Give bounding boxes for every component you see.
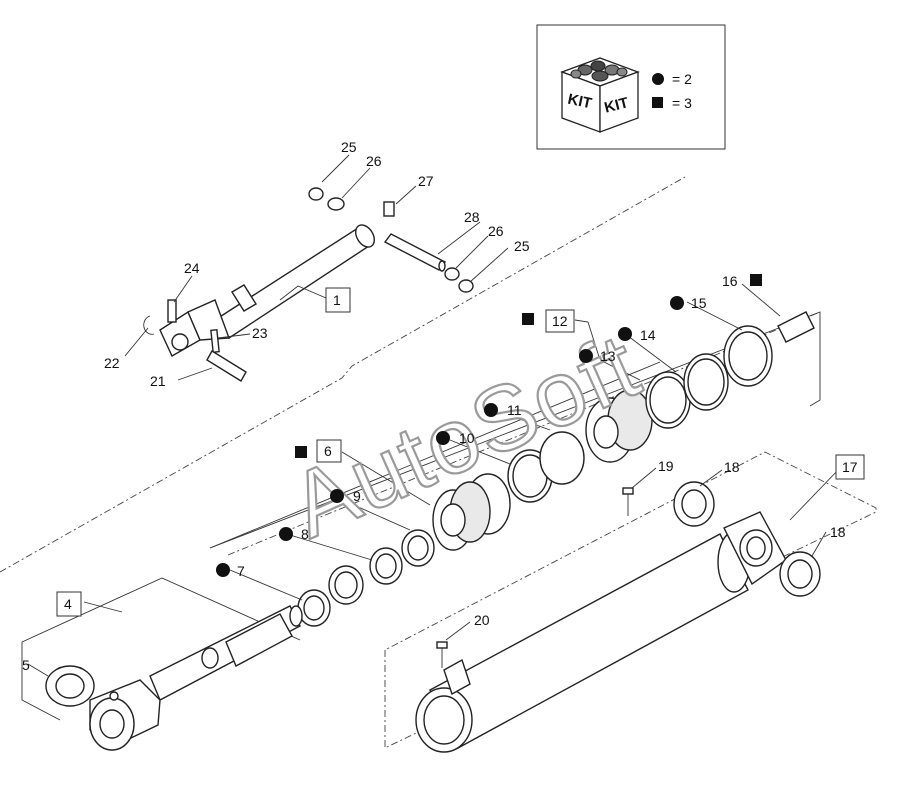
callout-27: 27 bbox=[418, 173, 434, 189]
callout-12-frame bbox=[545, 309, 575, 333]
circle-marker-9 bbox=[330, 489, 344, 503]
callout-9: 9 bbox=[353, 488, 361, 504]
callout-1-frame bbox=[325, 287, 351, 313]
square-key-icon bbox=[652, 97, 663, 108]
kit-box-icon: KIT KIT bbox=[560, 57, 640, 133]
small-cylinder-assembly bbox=[143, 187, 474, 382]
piston-rod-assembly bbox=[45, 605, 303, 751]
square-marker-6 bbox=[295, 446, 307, 458]
callout-1: 1 bbox=[333, 292, 341, 308]
leader-lines bbox=[27, 154, 841, 677]
callout-4: 4 bbox=[64, 596, 72, 612]
square-key-text: = 3 bbox=[672, 95, 692, 111]
centre-lines bbox=[0, 176, 821, 573]
callout-13: 13 bbox=[600, 348, 616, 364]
kit-word-right: KIT bbox=[603, 94, 631, 116]
callout-15: 15 bbox=[691, 295, 707, 311]
callout-25: 25 bbox=[341, 139, 357, 155]
square-marker-12 bbox=[522, 313, 534, 325]
callout-23: 23 bbox=[252, 325, 268, 341]
callout-24: 24 bbox=[184, 260, 200, 276]
callout-18: 18 bbox=[830, 524, 846, 540]
kit-legend: KIT KIT = 2 = 3 bbox=[536, 24, 726, 150]
callout-17: 17 bbox=[842, 459, 858, 475]
callout-28: 28 bbox=[464, 209, 480, 225]
callout-7: 7 bbox=[237, 563, 245, 579]
callout-17-frame bbox=[835, 454, 865, 480]
callout-25: 25 bbox=[514, 238, 530, 254]
callout-5: 5 bbox=[22, 657, 30, 673]
piston-seal-stack bbox=[297, 311, 815, 627]
cylinder-barrel-assembly bbox=[415, 481, 821, 753]
callout-11: 11 bbox=[507, 402, 522, 418]
callout-16: 16 bbox=[722, 273, 738, 289]
callout-26: 26 bbox=[366, 153, 382, 169]
square-marker-16 bbox=[750, 274, 762, 286]
callout-20: 20 bbox=[474, 612, 490, 628]
callout-4-frame bbox=[56, 591, 82, 617]
callout-10: 10 bbox=[459, 430, 475, 446]
callout-18: 18 bbox=[724, 459, 740, 475]
callout-26: 26 bbox=[488, 223, 504, 239]
callout-12: 12 bbox=[552, 313, 568, 329]
circle-key-icon bbox=[652, 73, 664, 85]
circle-marker-11 bbox=[484, 403, 498, 417]
assembly-brackets bbox=[21, 311, 877, 749]
callout-22: 22 bbox=[104, 355, 120, 371]
circle-marker-14 bbox=[618, 327, 632, 341]
circle-marker-13 bbox=[579, 349, 593, 363]
callout-6: 6 bbox=[324, 443, 332, 459]
circle-marker-15 bbox=[670, 296, 684, 310]
callout-19: 19 bbox=[658, 458, 674, 474]
circle-marker-10 bbox=[436, 431, 450, 445]
circle-marker-7 bbox=[216, 563, 230, 577]
circle-marker-8 bbox=[279, 527, 293, 541]
callout-14: 14 bbox=[640, 327, 656, 343]
callout-6-frame bbox=[316, 439, 342, 463]
kit-word-left: KIT bbox=[566, 91, 593, 113]
callouts: 25 26 27 28 26 25 24 22 23 21 1 16 15 12… bbox=[22, 139, 865, 673]
callout-21: 21 bbox=[150, 373, 166, 389]
callout-8: 8 bbox=[301, 526, 309, 542]
circle-key-text: = 2 bbox=[672, 71, 692, 87]
